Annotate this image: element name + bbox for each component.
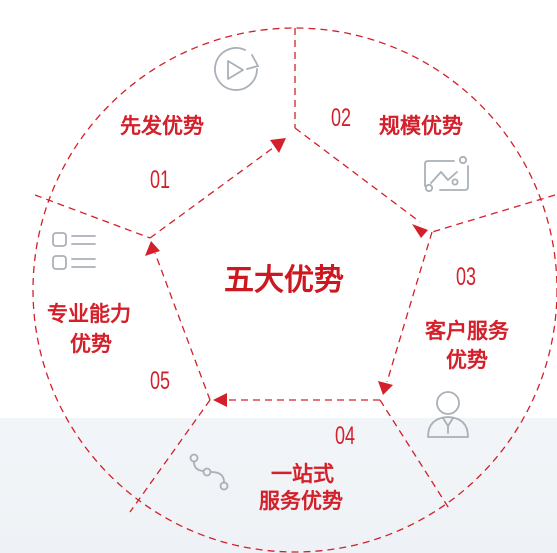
segment-03-number: 03 <box>456 263 477 291</box>
pentagon-arrows <box>149 127 433 401</box>
bottom-background-band <box>0 418 557 553</box>
arrowheads <box>145 138 428 407</box>
segment-03-label-line2: 优势 <box>446 348 488 372</box>
play-refresh-icon <box>214 47 260 91</box>
center-title: 五大优势 <box>224 263 344 298</box>
arrowhead-04 <box>213 393 227 407</box>
arrowhead-03 <box>378 381 393 395</box>
divider-4 <box>129 399 211 513</box>
segment-02-label: 规模优势 <box>379 114 463 138</box>
segment-01-label: 先发优势 <box>120 114 204 138</box>
segment-05-label-line1: 专业能力 <box>47 302 131 326</box>
segment-05-label-line2: 优势 <box>70 332 112 356</box>
person-tie-icon <box>427 391 469 438</box>
segment-dividers <box>34 28 556 513</box>
segment-04-label-line2: 服务优势 <box>259 489 343 513</box>
divider-3 <box>379 399 451 511</box>
divider-5 <box>34 194 151 239</box>
segment-05-number: 05 <box>150 367 171 395</box>
arrowhead-05 <box>145 241 160 256</box>
divider-2 <box>431 194 556 233</box>
list-grid-icon <box>52 232 96 270</box>
segment-01-number: 01 <box>150 166 171 194</box>
segment-04-label-line1: 一站式 <box>271 462 334 486</box>
line-chart-icon <box>424 155 469 193</box>
route-nodes-icon <box>189 453 229 491</box>
arrowhead-02 <box>412 224 428 238</box>
outer-dashed-circle <box>32 27 557 553</box>
segment-04-number: 04 <box>335 422 356 450</box>
arrowhead-01 <box>270 138 286 153</box>
segment-03-label-line1: 客户服务 <box>425 319 509 343</box>
segment-02-number: 02 <box>331 104 352 132</box>
